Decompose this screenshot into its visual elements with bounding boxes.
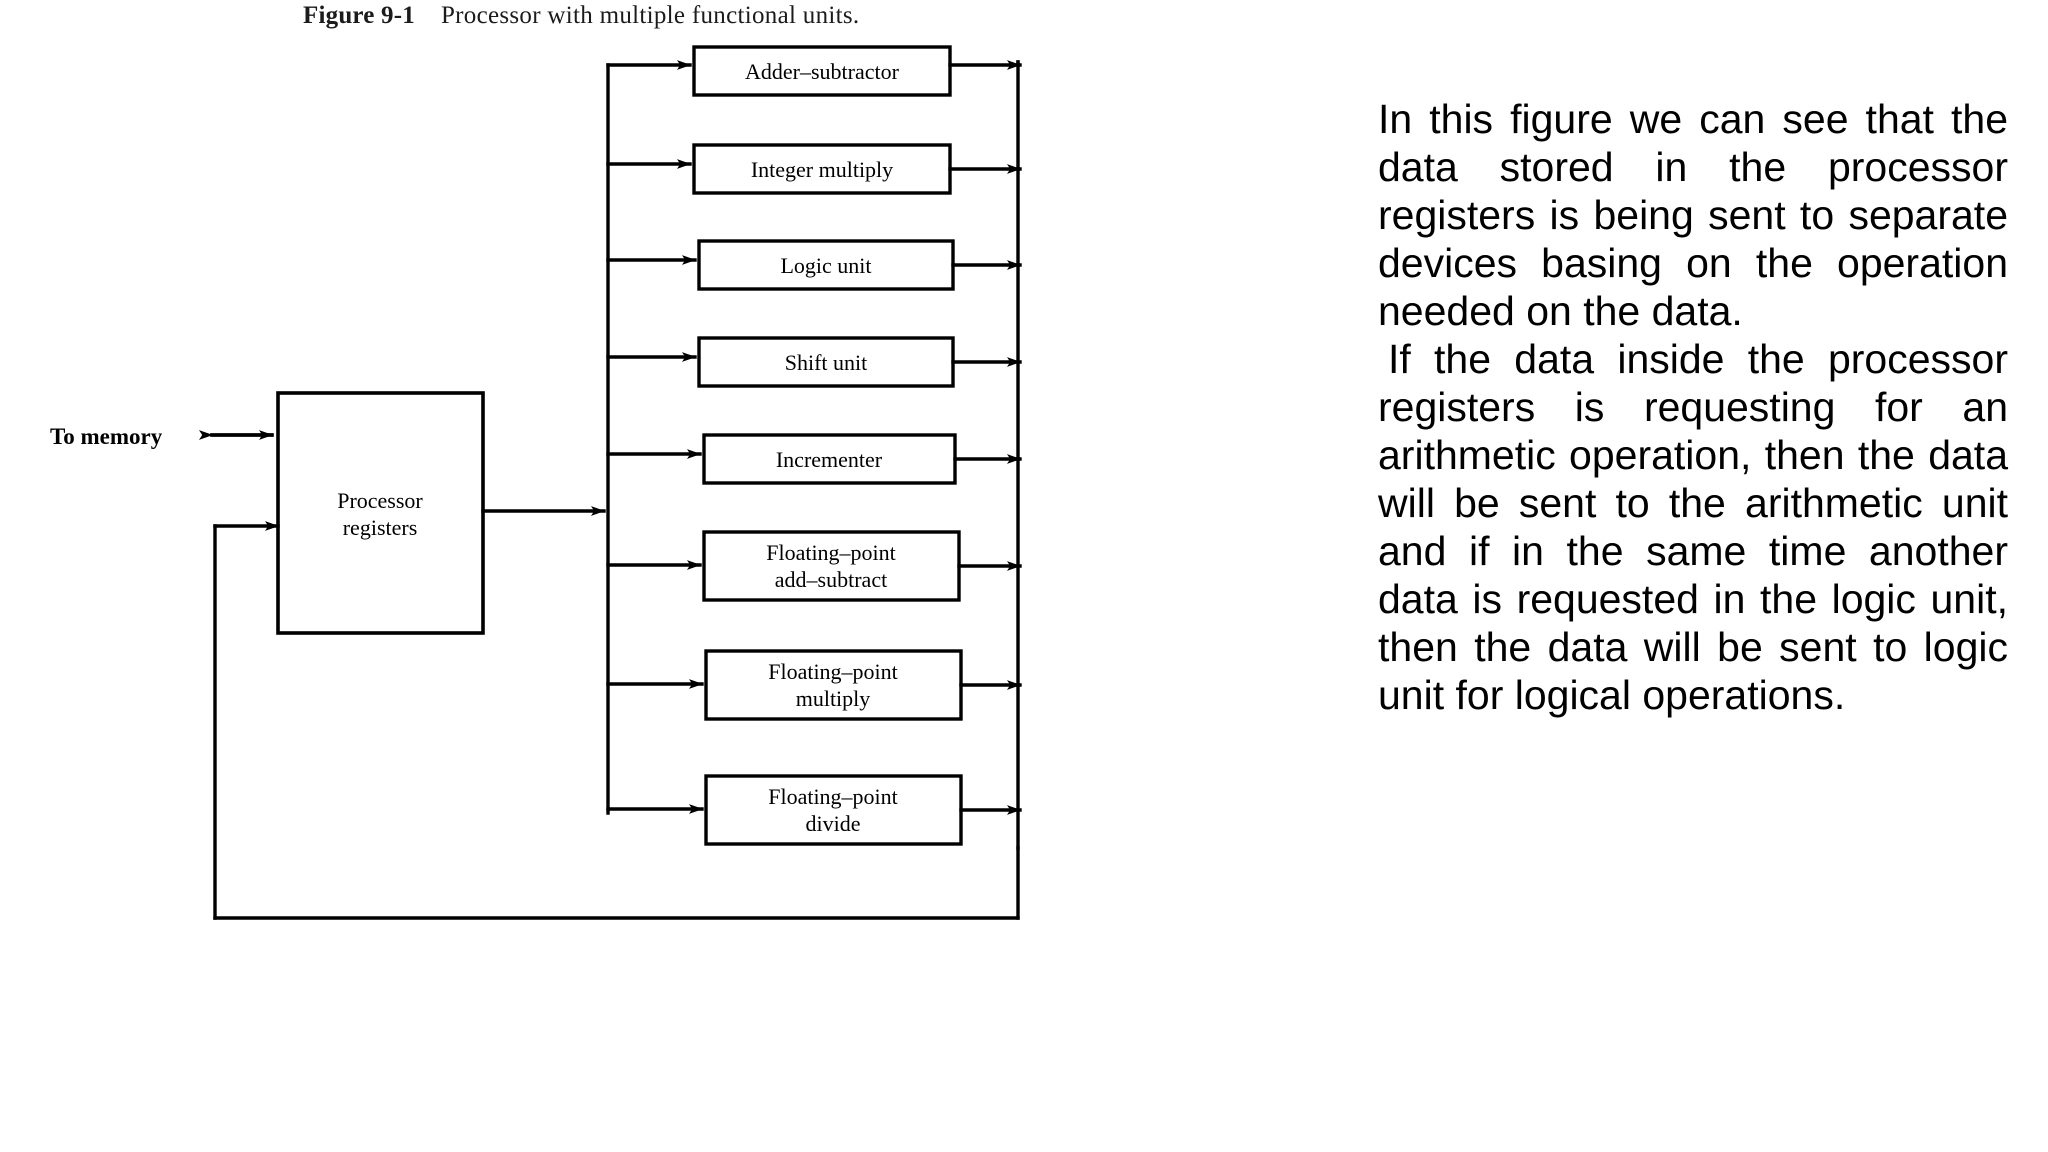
unit-label-fp-multiply-line2: multiply [796, 686, 871, 711]
unit-label-logic-unit: Logic unit [780, 253, 871, 278]
processor-registers-label-line1: Processor [337, 488, 423, 513]
unit-label-fp-multiply-line1: Floating–point [768, 659, 898, 684]
notes-paragraph-2: If the data inside the processor registe… [1378, 335, 2008, 718]
figure-caption: Figure 9-1 Processor with multiple functi… [0, 2, 1400, 36]
unit-label-fp-divide-line1: Floating–point [768, 784, 898, 809]
register-output-bus [481, 63, 610, 815]
unit-output-arrows [948, 60, 1022, 815]
unit-label-fp-divide-line2: divide [806, 811, 861, 836]
processor-registers-box [276, 391, 485, 635]
unit-label-adder-subtractor: Adder–subtractor [745, 59, 900, 84]
unit-input-arrows [606, 60, 704, 814]
feedback-path [213, 524, 1020, 920]
figure-caption-text: Processor with multiple functional units… [440, 2, 860, 29]
unit-label-shift-unit: Shift unit [785, 350, 868, 375]
unit-box-adder-subtractor [692, 45, 952, 97]
to-memory-label: To memory [50, 424, 163, 449]
notes-paragraph-1: In this figure we can see that the data … [1378, 96, 2008, 334]
unit-label-incrementer: Incrementer [776, 447, 883, 472]
unit-label-fp-add-subtract-line2: add–subtract [775, 567, 887, 592]
unit-label-integer-multiply: Integer multiply [751, 157, 893, 182]
unit-label-fp-add-subtract-line1: Floating–point [766, 540, 896, 565]
processor-registers-label-line2: registers [343, 515, 418, 540]
explanatory-notes: In this figure we can see that the data … [1378, 96, 2008, 720]
processor-functional-units-diagram: To memory Processor registers Adder–subt… [0, 38, 1290, 1152]
figure-number: Figure 9-1 [303, 2, 415, 29]
